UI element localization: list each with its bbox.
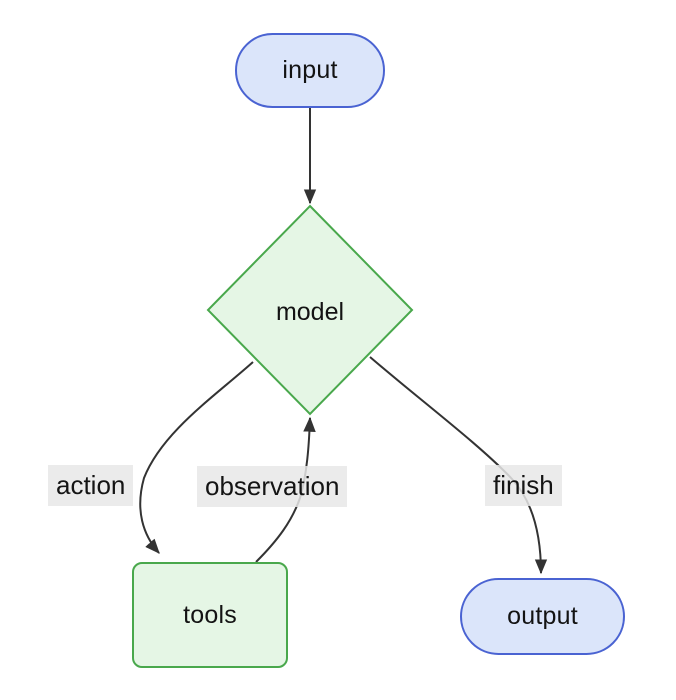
node-tools-label: tools — [183, 600, 237, 629]
edge-label-finish: finish — [485, 465, 562, 507]
edge-label-action: action — [48, 465, 134, 507]
node-input-label: input — [282, 56, 338, 84]
node-model-label-wrap: model — [235, 297, 385, 327]
node-input: input — [235, 33, 385, 108]
node-output-label: output — [507, 602, 578, 630]
edge-model-to-tools — [139, 361, 254, 554]
edge-label-observation: observation — [197, 466, 348, 508]
node-model-diamond — [206, 204, 414, 416]
node-model-label: model — [275, 297, 345, 326]
node-tools: tools — [132, 562, 288, 668]
node-output: output — [460, 578, 625, 655]
